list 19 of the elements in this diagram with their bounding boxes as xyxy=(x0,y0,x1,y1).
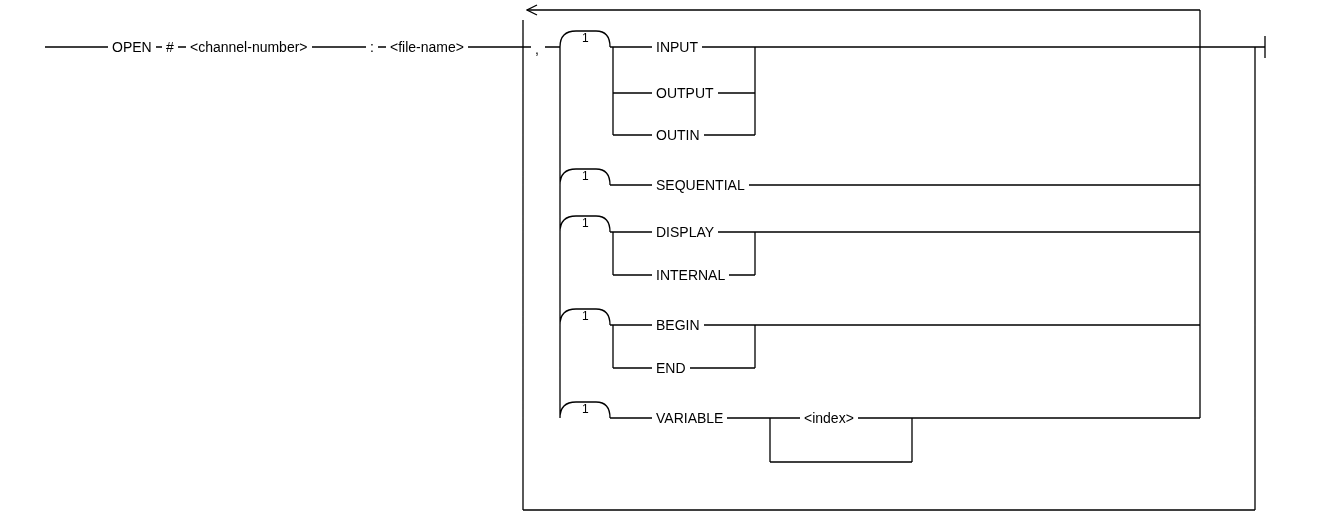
keyword: BEGIN xyxy=(652,317,704,333)
keyword: VARIABLE xyxy=(652,410,728,426)
syntax-variable: <file-name> xyxy=(386,39,468,55)
keyword: OUTPUT xyxy=(652,85,718,101)
symbol: # xyxy=(162,39,178,55)
syntax-variable: <index> xyxy=(800,410,858,426)
repeat-count: 1 xyxy=(582,168,589,184)
keyword: OPEN xyxy=(108,39,156,55)
keyword: INPUT xyxy=(652,39,702,55)
keyword: OUTIN xyxy=(652,127,704,143)
syntax-variable: <channel-number> xyxy=(186,39,312,55)
keyword: DISPLAY xyxy=(652,224,719,240)
keyword: SEQUENTIAL xyxy=(652,177,749,193)
repeat-count: 1 xyxy=(582,308,589,324)
keyword: INTERNAL xyxy=(652,267,730,283)
repeat-count: 1 xyxy=(582,215,589,231)
repeat-count: 1 xyxy=(582,30,589,46)
keyword: END xyxy=(652,360,690,376)
repeat-count: 1 xyxy=(582,401,589,417)
